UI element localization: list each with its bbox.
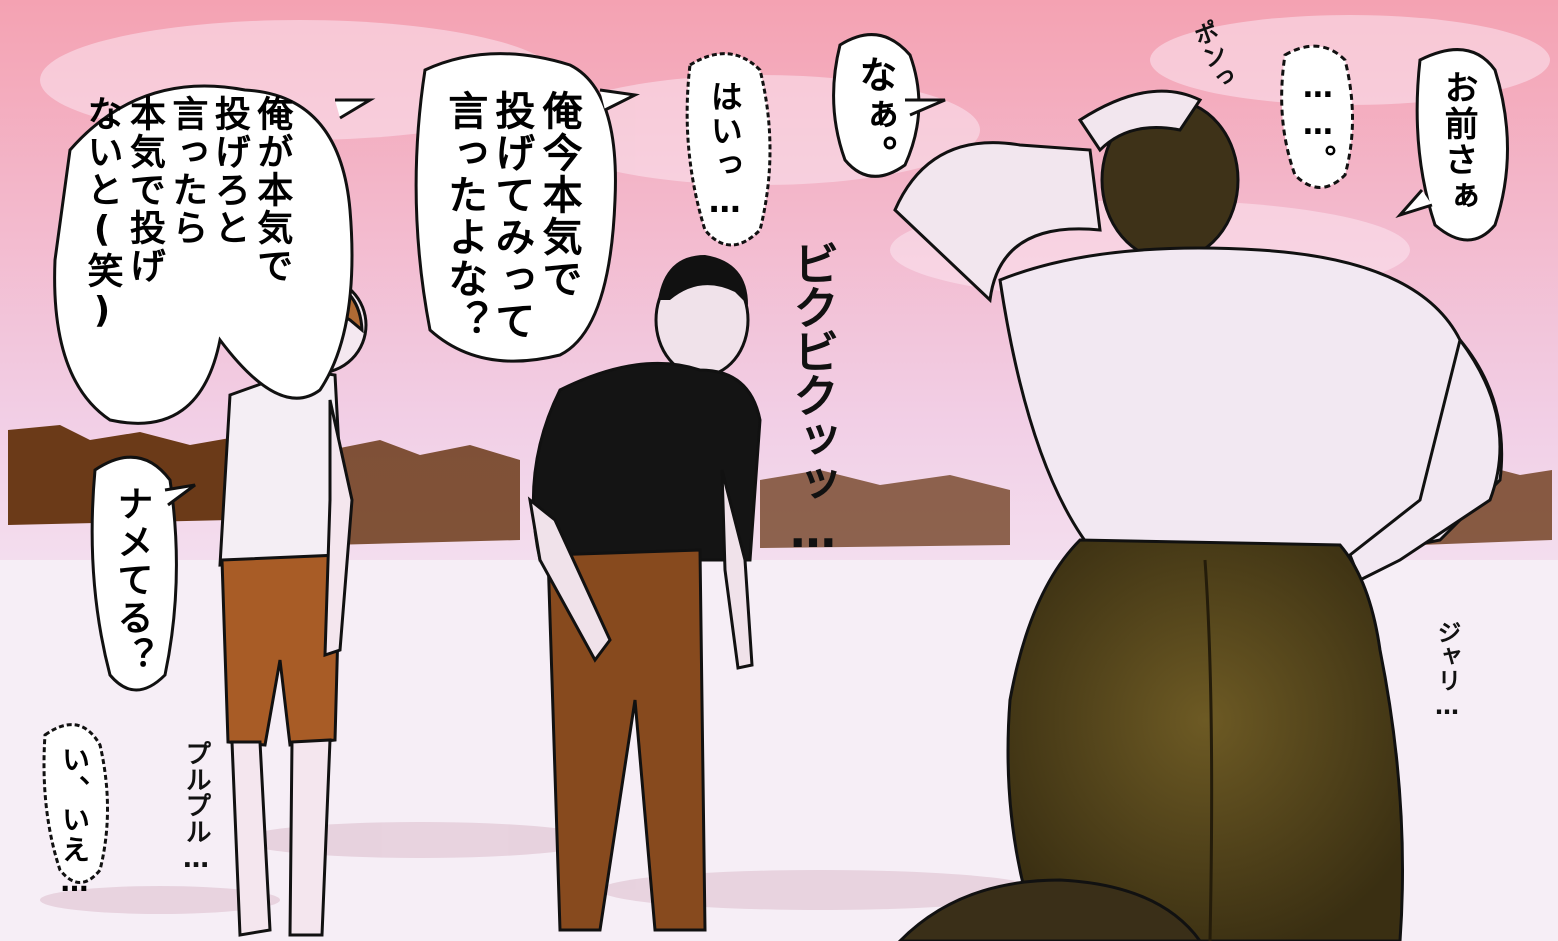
balloon-iie bbox=[42, 723, 109, 884]
sfx-jari: ジャリ… bbox=[1433, 620, 1461, 720]
dialogue-iie: い、いえ… bbox=[58, 745, 92, 900]
dialogue-dots: ……。 bbox=[1300, 70, 1336, 176]
balloon-dots bbox=[1280, 44, 1354, 189]
middle-guy-figure bbox=[527, 255, 762, 932]
balloon-oregahonki bbox=[53, 84, 354, 425]
dialogue-oregahonki: 俺が本気で 投げろと 言ったら 本気で投げ ないと(笑) bbox=[81, 95, 293, 333]
big-figure-back bbox=[893, 89, 1504, 941]
balloon-oreima bbox=[414, 52, 617, 363]
balloon-nameteru bbox=[90, 455, 178, 692]
balloon-hai bbox=[685, 52, 772, 247]
foreground-head bbox=[897, 878, 1202, 941]
dialogue-omae: お前さぁ bbox=[1438, 70, 1479, 214]
dialogue-nameteru: ナメてる？ bbox=[111, 485, 153, 675]
dialogue-naa: なぁ。 bbox=[852, 55, 897, 175]
sfx-purupuru: プルプル… bbox=[181, 740, 211, 874]
balloon-naa bbox=[832, 33, 921, 178]
speech-balloons bbox=[42, 33, 1509, 884]
sfx-bikubiku: ビクビクッッ… bbox=[786, 240, 840, 556]
dialogue-oreima: 俺今本気で 投げてみって 言ったよな？ bbox=[441, 90, 582, 342]
ground-texture bbox=[40, 822, 1040, 914]
dialogue-hai: はいっ… bbox=[705, 80, 744, 222]
balloon-omae bbox=[1415, 48, 1509, 242]
